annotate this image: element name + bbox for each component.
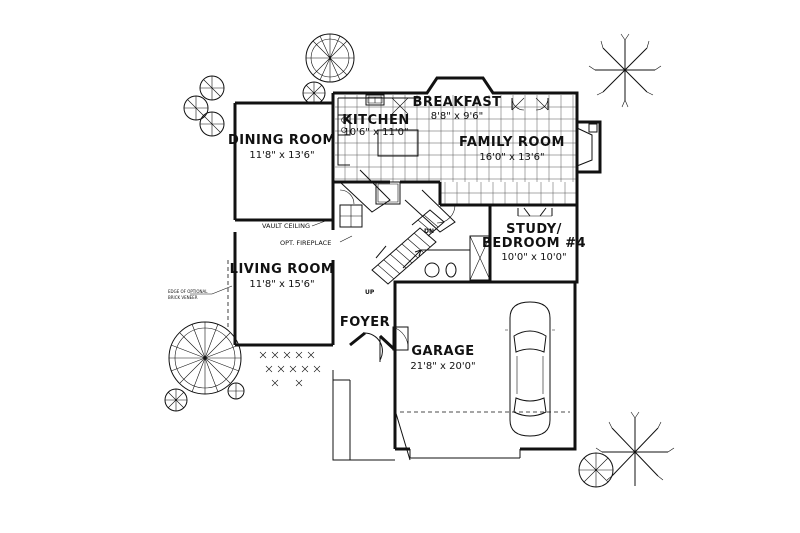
room-dims-garage: 21'8" x 20'0" <box>410 361 475 372</box>
tile-floor <box>335 95 576 205</box>
front-door <box>349 326 409 362</box>
staircase <box>371 209 445 285</box>
tree-icon <box>578 411 675 488</box>
kitchen-fixtures <box>337 94 420 205</box>
coat-closet <box>339 189 363 228</box>
interior-walls <box>235 169 577 345</box>
tree-icon <box>588 33 662 108</box>
room-name-breakfast: BREAKFAST <box>412 95 501 110</box>
room-name-foyer: FOYER <box>340 315 390 330</box>
porch <box>332 370 411 461</box>
patio-doors <box>511 97 549 111</box>
room-name-study: STUDY/ <box>506 222 562 237</box>
room-dims-living-room: 11'8" x 15'6" <box>249 279 314 290</box>
room-name-dining-room: DINING ROOM <box>228 133 336 148</box>
room-dims-kitchen: 10'6" x 11'0" <box>343 127 408 138</box>
garage-door-line <box>400 411 570 459</box>
tree-icon <box>302 33 355 105</box>
stair-down-label: DN <box>424 228 434 235</box>
car-icon <box>505 301 555 437</box>
tree-icon <box>164 321 245 412</box>
room-name-family-room: FAMILY ROOM <box>459 135 565 150</box>
brick-veneer-leader <box>190 260 233 330</box>
exterior-walls <box>233 76 579 451</box>
room-name-living-room: LIVING ROOM <box>230 262 335 277</box>
note-leaders <box>311 219 353 243</box>
room-dims-breakfast: 8'8" x 9'6" <box>431 111 483 122</box>
study-closet <box>469 207 553 281</box>
room-name-kitchen: KITCHEN <box>342 113 409 128</box>
room-name-bedroom-4: BEDROOM #4 <box>482 236 586 251</box>
room-dims-study: 10'0" x 10'0" <box>501 252 566 263</box>
room-dims-dining-room: 11'8" x 13'6" <box>249 150 314 161</box>
opt-fireplace-note: OPT. FIREPLACE <box>280 239 331 247</box>
brick-veneer-note-line1: EDGE OF OPTIONAL <box>168 289 208 294</box>
fireplace-icon <box>576 120 602 174</box>
tree-icon <box>183 75 225 137</box>
shrub-icon <box>259 351 321 387</box>
room-dims-family-room: 16'0" x 13'6" <box>479 152 544 163</box>
vault-ceiling-note: VAULT CEILING <box>262 222 310 230</box>
powder-room <box>420 204 470 278</box>
stair-up-label: UP <box>365 289 375 296</box>
room-name-garage: GARAGE <box>411 344 474 359</box>
brick-veneer-note-line2: BRICK VENEER <box>168 295 198 300</box>
